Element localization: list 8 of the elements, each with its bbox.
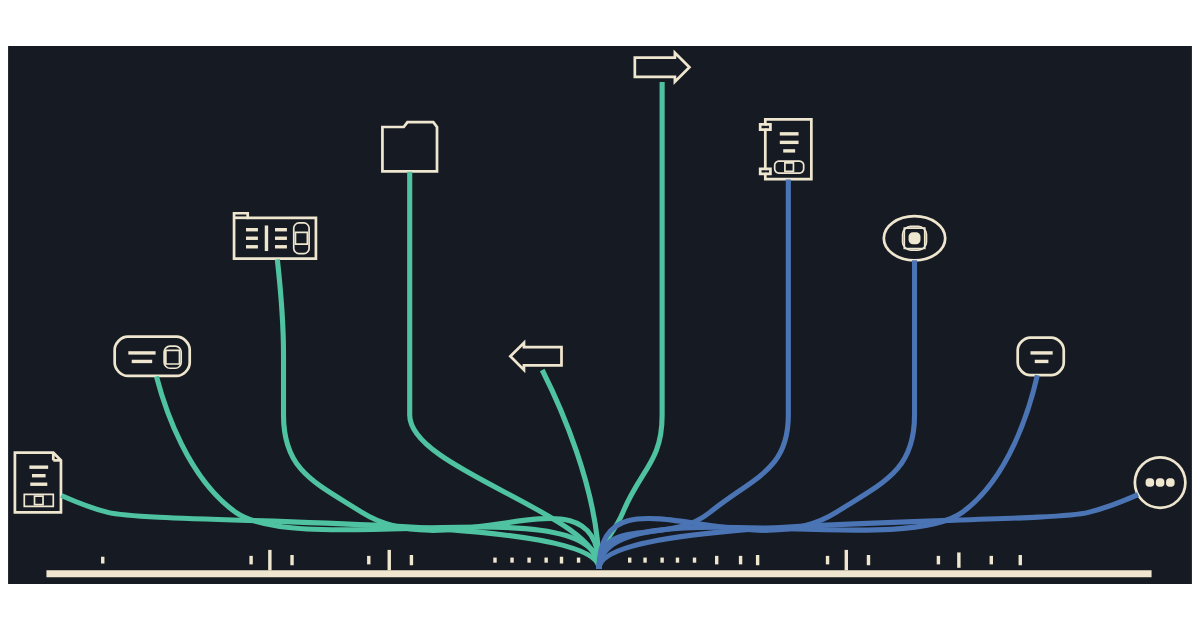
node-picture: [633, 49, 692, 86]
node-picture: [113, 335, 192, 378]
node-picture: [882, 214, 947, 262]
node-picture: [758, 117, 813, 181]
node-picture: [1133, 455, 1187, 510]
node-picture: [508, 339, 563, 374]
node-picture: [381, 120, 439, 173]
node-picture: [1016, 336, 1066, 377]
